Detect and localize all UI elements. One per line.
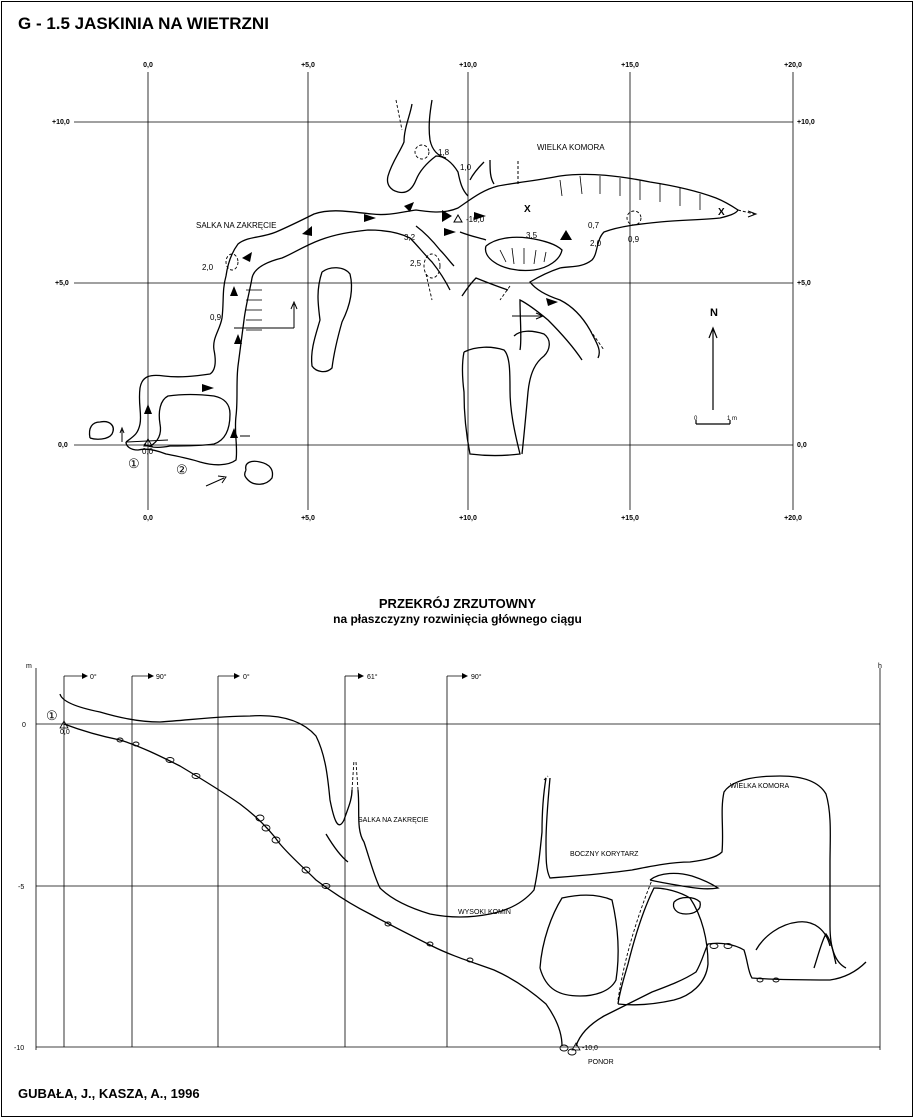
plan-x-tick-bottom: +15,0 <box>621 515 639 522</box>
plan-survey-lines <box>119 160 758 487</box>
entrance-marker-2: ② <box>176 462 188 477</box>
plan-height-label: 0,9 <box>628 235 640 244</box>
plan-depth-mark: -10,0 <box>466 215 485 224</box>
survey-station-triangles <box>143 213 463 447</box>
plan-height-label: 2,5 <box>410 259 422 268</box>
section-dashed-features <box>351 759 653 1001</box>
plan-label-salka: SALKA NA ZAKRĘCIE <box>196 221 276 230</box>
section-title: PRZEKRÓJ ZRZUTOWNY <box>378 596 537 611</box>
bearing-label: 90° <box>471 673 482 681</box>
plan-height-label: 2,0 <box>202 263 214 272</box>
bearing-label: 90° <box>156 673 167 681</box>
plan-x-tick-top: +20,0 <box>784 62 802 69</box>
plan-height-label: 1,0 <box>460 163 472 172</box>
plan-y-tick-right: +5,0 <box>797 280 811 287</box>
plan-cross-mark: X <box>718 207 725 218</box>
plan-cave-outline <box>88 99 739 485</box>
section-label-salka: SALKA NA ZAKRĘCIE <box>358 817 429 824</box>
plan-height-label: 0,9 <box>210 313 222 322</box>
section-grid <box>35 668 881 1050</box>
north-arrow <box>708 326 718 410</box>
section-entrance-marker: ① <box>46 708 58 723</box>
plan-y-tick-left: +10,0 <box>52 119 70 126</box>
plan-cross-mark: X <box>524 204 531 215</box>
section-y-tick: -10 <box>14 1045 24 1052</box>
plan-x-tick-top: 0,0 <box>143 62 153 69</box>
section-right-unit: h <box>878 663 882 670</box>
plan-x-tick-top: +15,0 <box>621 62 639 69</box>
section-boulders <box>116 737 780 1056</box>
plan-height-label: 0,0 <box>142 447 154 456</box>
plan-y-tick-right: +10,0 <box>797 119 815 126</box>
north-label: N <box>710 307 718 319</box>
plan-height-label: 1,8 <box>438 148 450 157</box>
plan-hatching <box>246 175 701 331</box>
bearing-label: 61° <box>367 673 378 681</box>
section-start-mark: 0,0 <box>60 729 70 736</box>
plan-x-tick-bottom: +10,0 <box>459 515 477 522</box>
section-station-triangles <box>59 720 581 1051</box>
plan-y-tick-right: 0,0 <box>797 442 807 449</box>
scale-end: 1 m <box>727 416 737 422</box>
plan-x-tick-bottom: +20,0 <box>784 515 802 522</box>
section-subtitle: na płaszczyzny rozwinięcia głównego ciąg… <box>333 612 582 626</box>
section-y-tick: -5 <box>18 884 24 891</box>
bearing-label: 0° <box>90 673 97 681</box>
scale-start: 0 <box>694 416 698 422</box>
plan-label-wielka-komora: WIELKA KOMORA <box>537 143 605 152</box>
section-label-wielka-komora: WIELKA KOMORA <box>730 783 789 790</box>
entrance-marker-1: ① <box>128 456 140 471</box>
scale-bar <box>695 420 731 425</box>
plan-y-tick-left: +5,0 <box>55 280 69 287</box>
section-label-boczny-korytarz: BOCZNY KORYTARZ <box>570 851 639 858</box>
plan-x-tick-bottom: 0,0 <box>143 515 153 522</box>
plan-direction-arrows <box>144 202 572 438</box>
section-cave-profile <box>59 693 867 1047</box>
section-depth-mark: -10,0 <box>582 1045 598 1052</box>
map-title: G - 1.5 JASKINIA NA WIETRZNI <box>18 14 269 33</box>
plan-x-tick-top: +5,0 <box>301 62 315 69</box>
plan-y-tick-left: 0,0 <box>58 442 68 449</box>
section-bearing-arrows <box>82 673 468 679</box>
section-label-ponor: PONOR <box>588 1059 614 1066</box>
plan-height-label: 2,0 <box>590 239 602 248</box>
plan-x-tick-top: +10,0 <box>459 62 477 69</box>
plan-height-label: 3,2 <box>404 233 416 242</box>
bearing-label: 0° <box>243 673 250 681</box>
plan-height-label: 3,5 <box>526 231 538 240</box>
plan-x-tick-bottom: +5,0 <box>301 515 315 522</box>
section-label-wysoki-komin: WYSOKI KOMIN <box>458 909 511 916</box>
section-left-unit: m <box>26 663 32 670</box>
author-credit: GUBAŁA, J., KASZA, A., 1996 <box>18 1086 200 1101</box>
section-y-tick: 0 <box>22 722 26 729</box>
plan-grid <box>74 72 794 510</box>
plan-dashed-features <box>225 99 642 351</box>
plan-height-label: 0,7 <box>588 221 600 230</box>
